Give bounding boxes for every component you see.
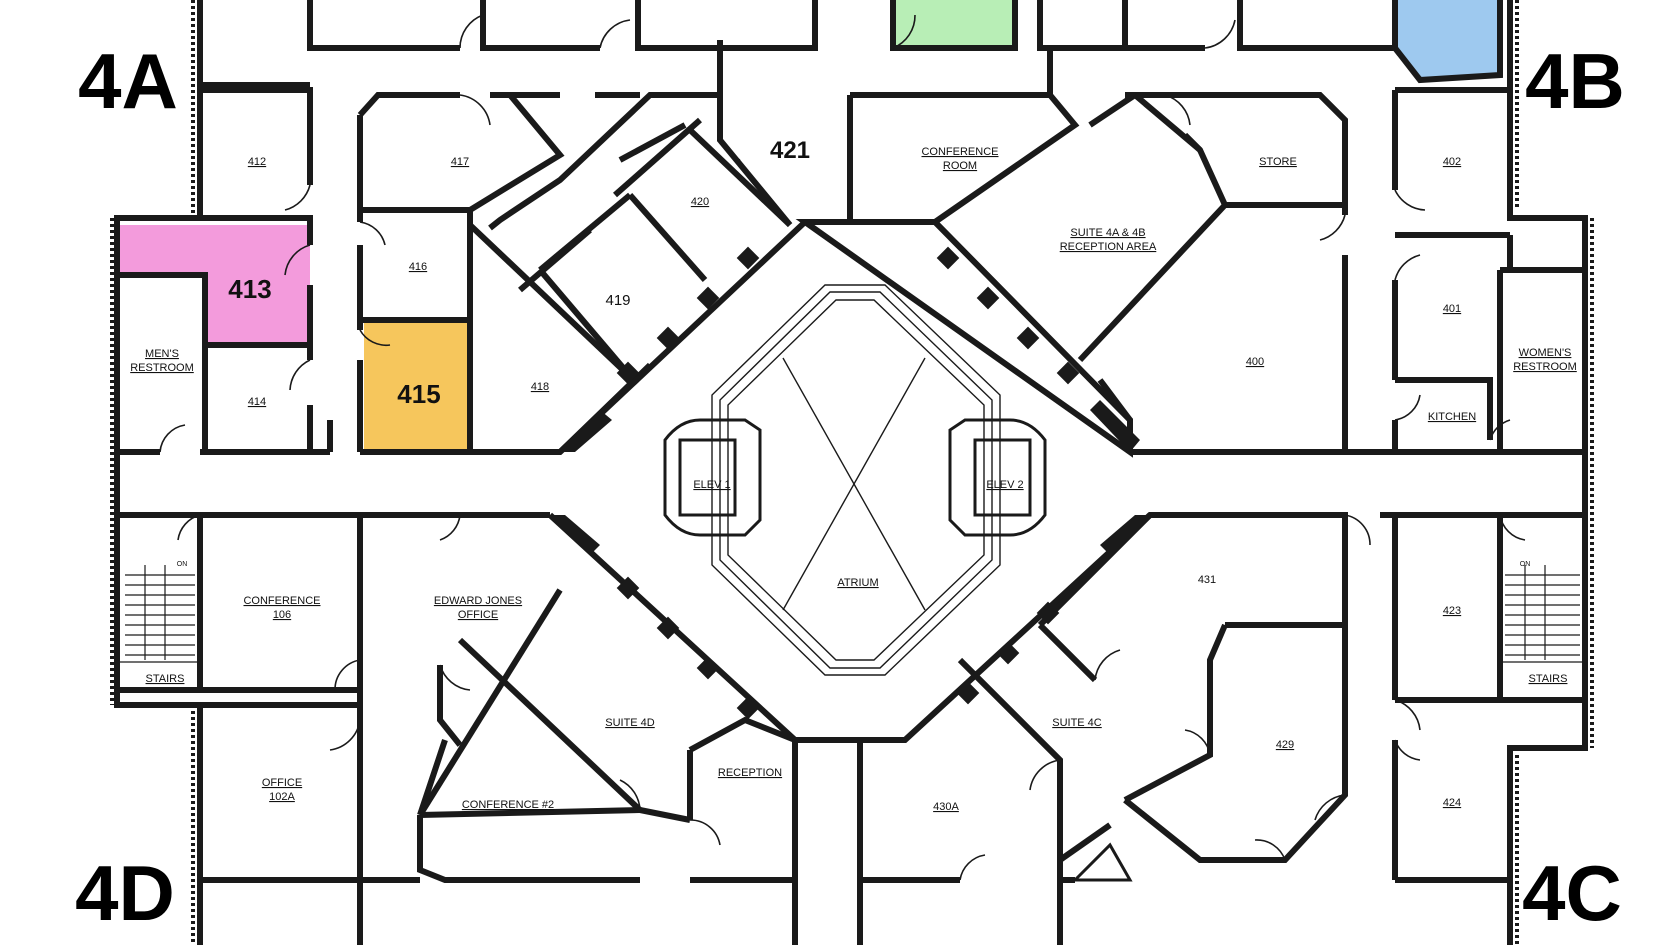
edward-jones-label-1[interactable]: EDWARD JONES	[434, 595, 522, 607]
room-419-label[interactable]: 419	[605, 292, 630, 309]
lower-left-rooms	[114, 515, 363, 883]
door-swings	[159, 14, 1526, 881]
room-417-label[interactable]: 417	[451, 156, 469, 168]
room-412-label[interactable]: 412	[248, 156, 266, 168]
suite-4a-4b-walls	[850, 50, 1348, 452]
room-416-label[interactable]: 416	[409, 261, 427, 273]
right-column-rooms	[1392, 87, 1585, 452]
room-413-fill[interactable]	[120, 225, 310, 345]
conference-room-label-1[interactable]: CONFERENCE	[921, 146, 998, 158]
room-402-label[interactable]: 402	[1443, 156, 1461, 168]
atrium-label: ATRIUM	[837, 577, 878, 589]
mens-restroom-label-1[interactable]: MEN'S	[145, 348, 179, 360]
suite-4d-walls	[357, 515, 798, 945]
suite-4a-4b-label-2[interactable]: RECEPTION AREA	[1060, 241, 1157, 253]
room-421-label[interactable]: 421	[770, 137, 810, 164]
suite-4c-label[interactable]: SUITE 4C	[1052, 717, 1102, 729]
suite-4d-label[interactable]: SUITE 4D	[605, 717, 655, 729]
womens-restroom-label-1[interactable]: WOMEN'S	[1519, 347, 1572, 359]
room-415-fill[interactable]	[364, 322, 470, 452]
suite-4a-4b-label-1[interactable]: SUITE 4A & 4B	[1070, 227, 1145, 239]
elev-1-label[interactable]: ELEV 1	[693, 479, 730, 491]
room-420-label[interactable]: 420	[691, 196, 709, 208]
quadrant-4a-label: 4A	[78, 37, 178, 125]
left-column-rooms	[117, 87, 330, 455]
womens-restroom-label-2[interactable]: RESTROOM	[1513, 361, 1577, 373]
conference-room-label-2[interactable]: ROOM	[943, 160, 977, 172]
room-414-label[interactable]: 414	[248, 396, 266, 408]
stairs-left-up-label: ON	[177, 561, 188, 568]
mens-restroom-label-2[interactable]: RESTROOM	[130, 362, 194, 374]
room-415-label[interactable]: 415	[397, 379, 440, 409]
rooms-418-421	[467, 40, 853, 455]
room-top-blue-fill[interactable]	[1395, 0, 1500, 80]
reception-label[interactable]: RECEPTION	[718, 767, 782, 779]
room-418-label[interactable]: 418	[531, 381, 549, 393]
suite-4c-walls	[857, 512, 1348, 945]
office-102a-label-1[interactable]: OFFICE	[262, 777, 302, 789]
stairs-right-up-label: ON	[1520, 561, 1531, 568]
room-424-label[interactable]: 424	[1443, 797, 1461, 809]
stairs-left-label[interactable]: STAIRS	[146, 673, 185, 685]
room-430a-label[interactable]: 430A	[933, 801, 959, 813]
quadrant-4d-label: 4D	[75, 849, 175, 937]
room-423-label[interactable]: 423	[1443, 605, 1461, 617]
room-400-label[interactable]: 400	[1246, 356, 1264, 368]
room-top-green-fill[interactable]	[893, 0, 1015, 48]
quadrant-4c-label: 4C	[1522, 849, 1622, 937]
kitchen-label[interactable]: KITCHEN	[1428, 411, 1476, 423]
rooms-415-417	[327, 92, 565, 455]
top-row-rooms	[307, 0, 1503, 84]
room-413-label[interactable]: 413	[228, 274, 271, 304]
edward-jones-label-2[interactable]: OFFICE	[458, 609, 498, 621]
store-label[interactable]: STORE	[1259, 156, 1297, 168]
atrium-core	[117, 219, 1585, 743]
office-102a-label-2[interactable]: 102A	[269, 791, 295, 803]
conference-106-label-1[interactable]: CONFERENCE	[243, 595, 320, 607]
lower-right-rooms	[1392, 515, 1585, 883]
quadrant-4b-label: 4B	[1525, 37, 1625, 125]
room-431-label[interactable]: 431	[1198, 574, 1216, 586]
room-429-label[interactable]: 429	[1276, 739, 1294, 751]
columns	[550, 246, 1150, 720]
elev-2-label[interactable]: ELEV 2	[986, 479, 1023, 491]
conference-106-label-2[interactable]: 106	[273, 609, 291, 621]
room-401-label[interactable]: 401	[1443, 303, 1461, 315]
outer-walls	[110, 0, 1594, 945]
stairs-right-label[interactable]: STAIRS	[1529, 673, 1568, 685]
conference-2-label[interactable]: CONFERENCE #2	[462, 799, 554, 811]
